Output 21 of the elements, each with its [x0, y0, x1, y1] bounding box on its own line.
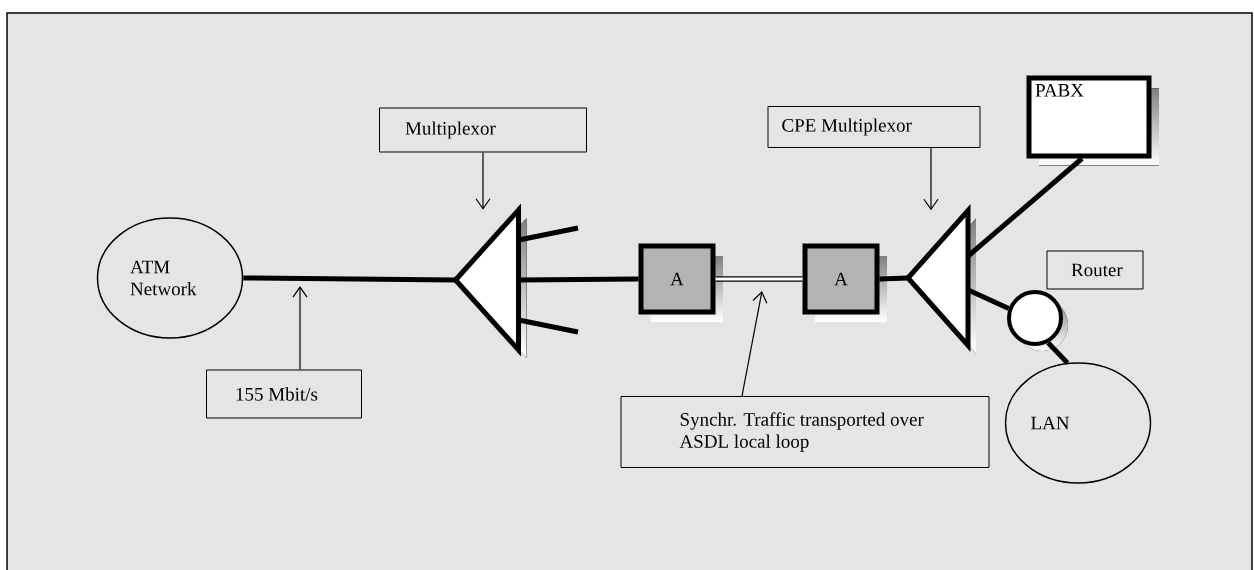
callout-box: Router — [1046, 250, 1144, 290]
connection-line — [879, 275, 908, 282]
device-box: A — [802, 243, 887, 322]
callout-box: CPE Multiplexor — [767, 106, 981, 148]
connection-line — [518, 276, 639, 283]
device-box: A — [638, 243, 723, 322]
connection-line — [967, 287, 1010, 311]
router-circle — [1007, 290, 1068, 351]
callout-box: 155 Mbit/s — [206, 369, 362, 419]
callout-box: Multiplexor — [379, 107, 587, 153]
leader-line — [741, 291, 768, 397]
connection-line — [1046, 341, 1070, 365]
connection-line — [243, 275, 456, 283]
connection-line — [715, 276, 803, 282]
leader-line — [475, 151, 491, 210]
leader-line — [292, 286, 308, 371]
stub-line — [518, 317, 579, 335]
leader-line — [923, 147, 939, 211]
pabx-box: PABX — [1026, 75, 1159, 166]
callout-box: Synchr. Traffic transported over ASDL local loop — [620, 396, 990, 468]
stub-line — [518, 225, 579, 243]
